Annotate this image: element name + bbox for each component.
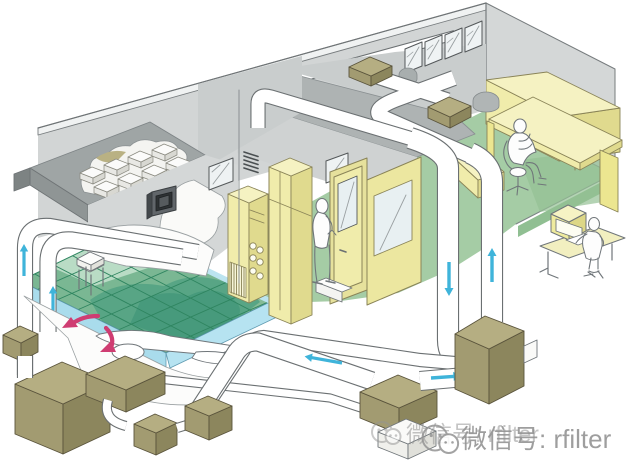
svg-text:微信号: rfilter: 微信号: rfilter [461,424,612,454]
svg-text:微信号: rfilter: 微信号: rfilter [406,421,539,447]
